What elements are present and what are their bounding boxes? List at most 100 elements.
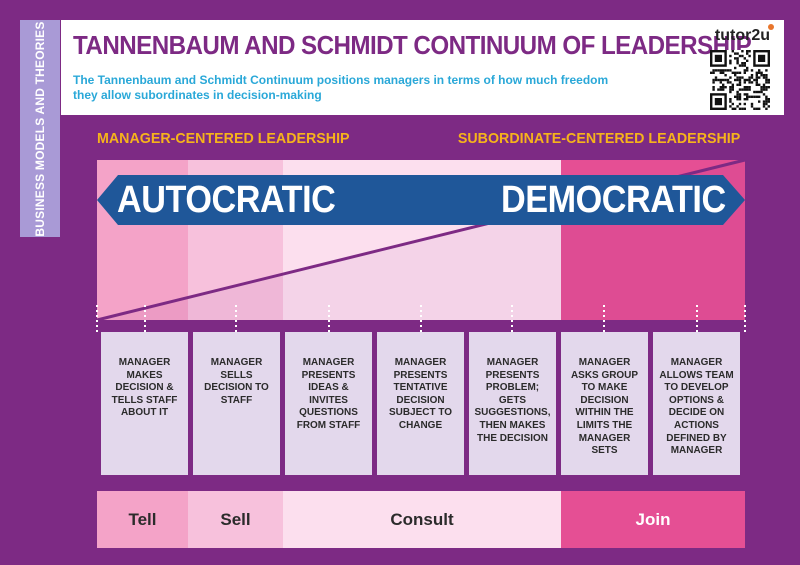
qr-module <box>714 78 718 82</box>
qr-module <box>755 76 758 79</box>
qr-module <box>719 71 722 74</box>
qr-module <box>729 88 732 91</box>
qr-code-icon <box>710 50 770 110</box>
qr-module <box>762 100 766 103</box>
qr-module <box>726 78 730 82</box>
qr-module <box>719 86 722 89</box>
qr-module <box>736 93 739 96</box>
qr-module <box>765 98 768 101</box>
qr-module <box>729 59 732 62</box>
qr-module <box>734 57 737 60</box>
stage-tell-label: Tell <box>128 509 157 529</box>
qr-module <box>731 88 734 91</box>
qr-module <box>722 86 725 89</box>
qr-module <box>738 102 742 106</box>
qr-module <box>743 64 746 67</box>
qr-module <box>724 78 727 82</box>
qr-module <box>722 71 725 74</box>
qr-module <box>722 78 725 82</box>
qr-module <box>746 95 749 98</box>
qr-module <box>746 78 749 82</box>
qr-module <box>736 62 739 65</box>
qr-module <box>753 95 756 98</box>
qr-module <box>738 98 742 101</box>
qr-module <box>729 86 732 89</box>
qr-module <box>767 100 770 103</box>
qr-finder <box>758 54 766 62</box>
qr-module <box>712 69 715 72</box>
behaviour-text-7: MANAGER ALLOWS TEAM TO DEVELOP OPTIONS &… <box>659 356 734 457</box>
qr-module <box>743 71 746 74</box>
qr-module <box>760 74 763 77</box>
behaviour-box-6: MANAGER ASKS GROUP TO MAKE DECISION WITH… <box>561 332 648 475</box>
qr-module <box>729 100 732 103</box>
qr-module <box>731 83 734 86</box>
qr-module <box>760 86 763 89</box>
qr-module <box>734 74 737 77</box>
qr-module <box>736 71 739 74</box>
qr-module <box>767 86 770 89</box>
qr-finder <box>714 98 722 106</box>
qr-module <box>738 93 742 96</box>
qr-finder <box>714 54 722 62</box>
qr-module <box>710 71 713 74</box>
qr-module <box>731 107 734 110</box>
stage-sell: Sell <box>188 491 283 548</box>
qr-module <box>741 62 744 65</box>
behaviour-box-2: MANAGER SELLS DECISION TO STAFF <box>193 332 280 475</box>
manager-centered-label: MANAGER-CENTERED LEADERSHIP <box>97 130 350 147</box>
qr-module <box>729 69 732 72</box>
qr-module <box>755 107 758 110</box>
qr-module <box>736 52 739 55</box>
stage-join: Join <box>561 491 745 548</box>
qr-module <box>731 102 734 106</box>
qr-module <box>741 76 744 79</box>
behaviour-text-3: MANAGER PRESENTS IDEAS & INVITES QUESTIO… <box>296 356 361 431</box>
qr-module <box>755 90 758 94</box>
qr-module <box>750 76 754 79</box>
qr-module <box>743 69 746 72</box>
democratic-label: DEMOCRATIC <box>501 179 726 221</box>
qr-module <box>717 78 720 82</box>
qr-module <box>731 50 734 53</box>
qr-module <box>762 105 766 108</box>
behaviour-text-4: MANAGER PRESENTS TENTATIVE DECISION SUBJ… <box>388 356 452 431</box>
qr-module <box>734 52 737 55</box>
qr-module <box>736 57 739 60</box>
qr-module <box>765 81 768 84</box>
qr-module <box>724 69 727 72</box>
side-tab: BUSINESS MODELS AND THEORIES <box>20 20 60 237</box>
qr-module <box>722 69 725 72</box>
qr-module <box>746 88 749 91</box>
qr-module <box>750 105 754 108</box>
qr-module <box>734 66 737 70</box>
qr-module <box>729 105 732 108</box>
qr-module <box>765 86 768 89</box>
qr-module <box>762 74 766 77</box>
qr-module <box>738 76 742 79</box>
qr-module <box>762 76 766 79</box>
qr-module <box>729 76 732 79</box>
stage-join-label: Join <box>635 509 671 529</box>
qr-module <box>734 71 737 74</box>
qr-module <box>748 86 751 89</box>
qr-module <box>738 78 742 82</box>
qr-module <box>746 86 749 89</box>
qr-module <box>760 90 763 94</box>
brand-dot-icon <box>768 24 774 30</box>
qr-module <box>755 95 758 98</box>
qr-module <box>734 95 737 98</box>
qr-module <box>758 95 761 98</box>
qr-module <box>758 83 761 86</box>
qr-module <box>758 90 761 94</box>
qr-module <box>738 107 742 110</box>
qr-module <box>719 69 722 72</box>
qr-module <box>738 71 742 74</box>
behaviour-text-6: MANAGER ASKS GROUP TO MAKE DECISION WITH… <box>570 356 639 457</box>
qr-module <box>767 105 770 108</box>
qr-module <box>748 54 751 58</box>
qr-module <box>717 69 720 72</box>
qr-module <box>731 86 734 89</box>
stage-sell-label: Sell <box>220 509 251 529</box>
qr-module <box>741 64 744 67</box>
